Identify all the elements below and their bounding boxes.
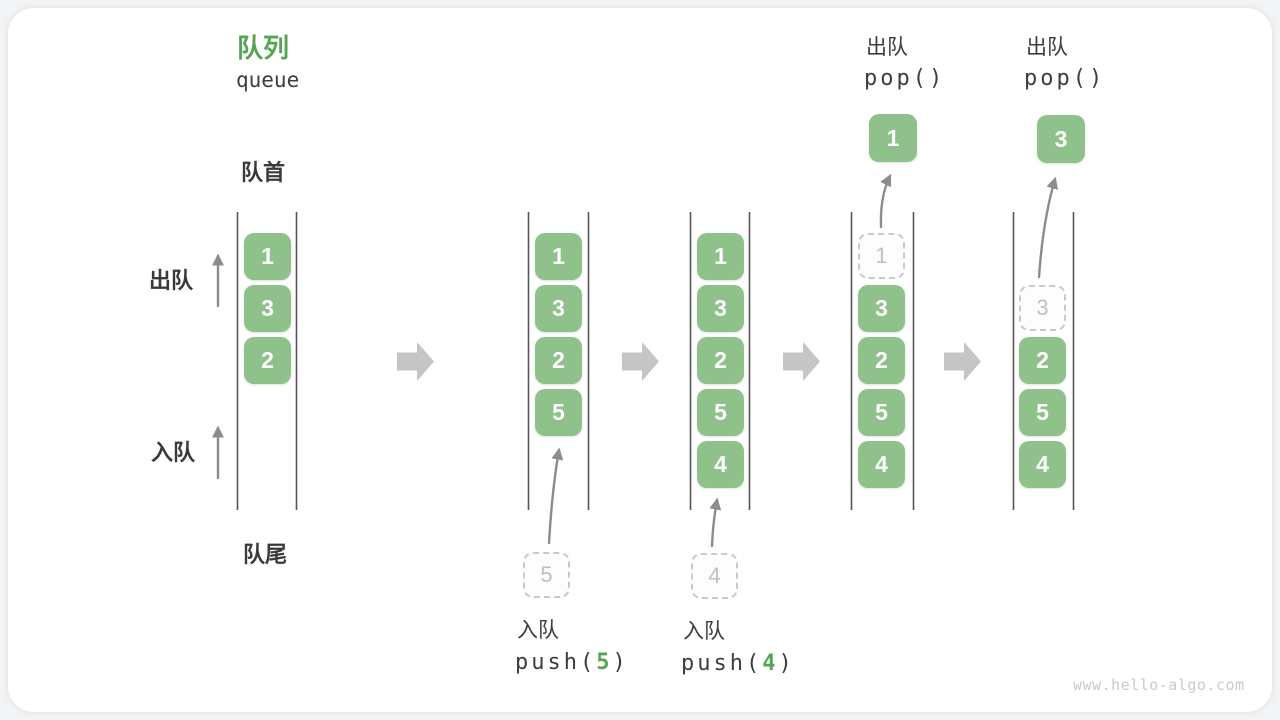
- dequeue-flow-arrow-icon: [879, 173, 892, 229]
- queue-cell: 1: [697, 233, 744, 280]
- enqueue-label: 入队: [151, 440, 196, 465]
- queue-cell: 5: [1019, 389, 1066, 436]
- page-title: 队列: [237, 33, 290, 63]
- queue-cell: 2: [535, 337, 582, 384]
- queue-cell: 2: [1019, 337, 1066, 384]
- queue-cell: 1: [244, 233, 291, 280]
- ghost-cell: 5: [523, 552, 570, 598]
- op-label: 出队: [1026, 36, 1068, 59]
- queue-cell: 5: [858, 389, 905, 436]
- ghost-cell: 3: [1019, 285, 1066, 331]
- step-arrow-icon: [783, 342, 820, 381]
- queue-cell: 2: [244, 337, 291, 384]
- op-code-prefix: push(: [515, 650, 597, 675]
- queue-cell: 4: [1019, 441, 1066, 488]
- popped-cell: 3: [1037, 115, 1085, 163]
- queue-cell: 5: [697, 389, 744, 436]
- queue-cell: 4: [697, 441, 744, 488]
- queue-cell: 3: [535, 285, 582, 332]
- queue-cell: 3: [244, 285, 291, 332]
- op-code: pop(): [1024, 66, 1106, 91]
- queue-cell: 3: [697, 285, 744, 332]
- op-code: pop(): [864, 66, 946, 91]
- step-arrow-icon: [622, 342, 659, 381]
- enqueue-flow-arrow-icon: [547, 447, 564, 545]
- op-label: 入队: [517, 619, 559, 642]
- op-code: push(5): [515, 650, 629, 675]
- queue-cell: 2: [858, 337, 905, 384]
- op-code-prefix: push(: [681, 651, 763, 676]
- rear-label: 队尾: [243, 542, 288, 567]
- queue-cell: 2: [697, 337, 744, 384]
- front-label: 队首: [241, 160, 286, 185]
- ghost-cell: 4: [691, 553, 738, 599]
- ghost-cell: 1: [858, 233, 905, 279]
- step-arrow-icon: [397, 342, 434, 381]
- queue-cell: 1: [535, 233, 582, 280]
- op-code-suffix: ): [778, 651, 795, 676]
- op-label: 入队: [683, 620, 725, 643]
- queue-cell: 3: [858, 285, 905, 332]
- op-code-arg: 4: [762, 651, 779, 676]
- step-arrow-icon: [944, 342, 981, 381]
- op-code: push(4): [681, 651, 795, 676]
- page-subtitle: queue: [236, 68, 300, 92]
- popped-cell: 1: [869, 114, 917, 162]
- op-label: 出队: [866, 36, 908, 59]
- queue-cell: 5: [535, 389, 582, 436]
- queue-cell: 4: [858, 441, 905, 488]
- op-code-suffix: ): [612, 650, 629, 675]
- enqueue-flow-arrow-icon: [709, 497, 722, 548]
- dequeue-flow-arrow-icon: [1037, 176, 1059, 279]
- op-code-arg: 5: [596, 650, 613, 675]
- dequeue-label: 出队: [149, 268, 194, 293]
- watermark: www.hello-algo.com: [1073, 676, 1245, 694]
